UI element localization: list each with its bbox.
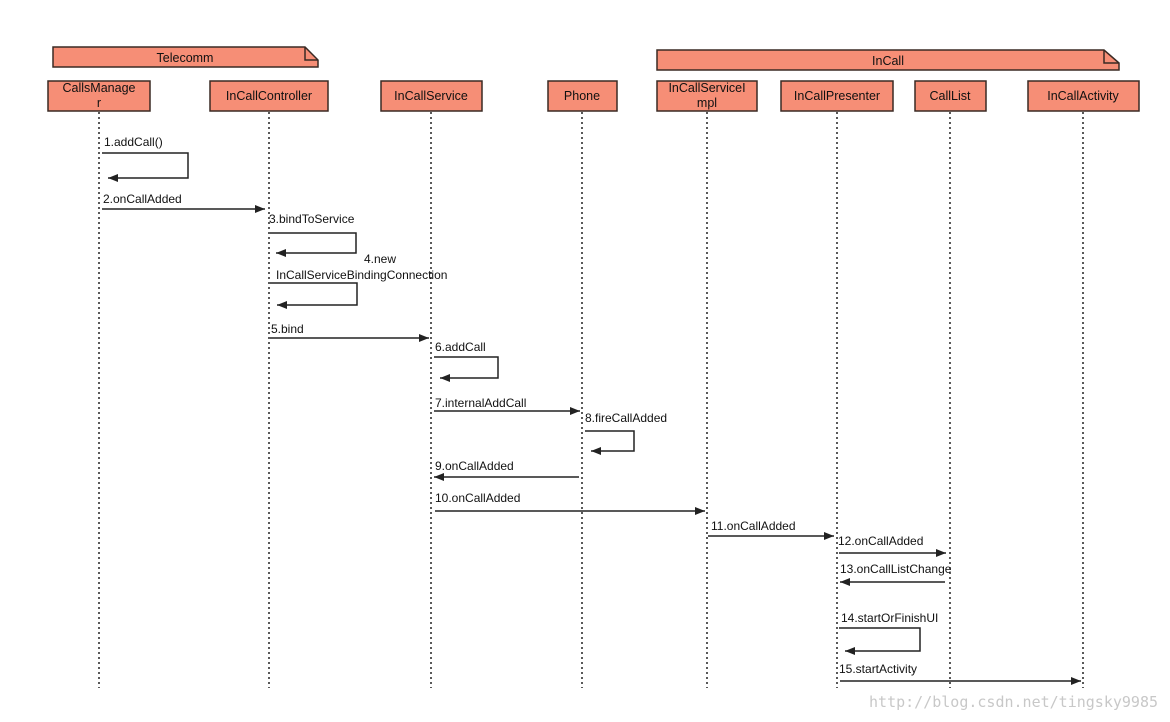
message-6: 6.addCall [434, 340, 499, 382]
package-incall: InCall [656, 49, 1120, 71]
message-4-arrow [270, 282, 358, 309]
message-5-label: 5.bind [271, 322, 304, 336]
message-14: 14.startOrFinishUI [839, 611, 938, 655]
participant-callsmanager: CallsManage r [47, 80, 151, 112]
message-14-label: 14.startOrFinishUI [841, 611, 938, 625]
message-1-label: 1.addCall() [104, 135, 163, 149]
message-7-label: 7.internalAddCall [435, 396, 526, 410]
participant-incallcontroller: InCallController [209, 80, 329, 112]
package-telecomm: Telecomm [52, 46, 319, 68]
package-telecomm-label: Telecomm [157, 51, 214, 65]
message-10: 10.onCallAdded [435, 491, 705, 515]
message-4: 4.new InCallServiceBindingConnection [270, 252, 447, 309]
message-11-label: 11.onCallAdded [711, 519, 796, 533]
participant-incallserviceimpl-label-1: InCallServiceI [668, 81, 745, 95]
message-1-arrow [102, 152, 189, 182]
participant-phone: Phone [547, 80, 618, 112]
watermark: http://blog.csdn.net/tingsky9985 [869, 693, 1158, 711]
participant-callsmanager-label-1: CallsManage [63, 81, 136, 95]
participant-incallservice-label: InCallService [394, 89, 468, 103]
message-4-label-2: InCallServiceBindingConnection [276, 268, 447, 282]
message-12-label: 12.onCallAdded [838, 534, 923, 548]
message-3: 3.bindToService [269, 212, 357, 257]
message-11: 11.onCallAdded [708, 519, 834, 540]
message-13: 13.onCallListChange [840, 562, 952, 586]
message-15-label: 15.startActivity [839, 662, 917, 676]
participant-calllist-label: CallList [930, 89, 972, 103]
lifelines [98, 112, 1084, 688]
message-12: 12.onCallAdded [838, 534, 946, 557]
participant-incallcontroller-label: InCallController [226, 89, 312, 103]
participant-incallpresenter: InCallPresenter [780, 80, 894, 112]
message-6-label: 6.addCall [435, 340, 486, 354]
message-10-label: 10.onCallAdded [435, 491, 520, 505]
message-7: 7.internalAddCall [434, 396, 580, 415]
package-incall-label: InCall [872, 54, 904, 68]
message-8-arrow [585, 430, 635, 455]
message-15: 15.startActivity [839, 662, 1081, 685]
message-6-arrow [434, 356, 499, 382]
message-4-label-1: 4.new [364, 252, 396, 266]
participant-incallactivity: InCallActivity [1027, 80, 1140, 112]
participant-phone-label: Phone [564, 89, 600, 103]
message-14-arrow [839, 627, 921, 655]
message-2-label: 2.onCallAdded [103, 192, 182, 206]
participant-incallservice: InCallService [380, 80, 483, 112]
message-9-label: 9.onCallAdded [435, 459, 514, 473]
message-3-arrow [270, 232, 357, 257]
message-1: 1.addCall() [102, 135, 189, 182]
participant-calllist: CallList [914, 80, 987, 112]
message-8: 8.fireCallAdded [585, 411, 667, 455]
participant-incallserviceimpl-label-2: mpl [697, 96, 717, 110]
participant-incallserviceimpl: InCallServiceI mpl [656, 80, 758, 112]
participant-callsmanager-label-2: r [97, 96, 101, 110]
message-9: 9.onCallAdded [434, 459, 579, 481]
message-13-label: 13.onCallListChange [840, 562, 952, 576]
message-2: 2.onCallAdded [102, 192, 265, 213]
message-5: 5.bind [270, 322, 429, 342]
message-3-label: 3.bindToService [269, 212, 355, 226]
participant-incallpresenter-label: InCallPresenter [794, 89, 880, 103]
message-8-label: 8.fireCallAdded [585, 411, 667, 425]
participant-incallactivity-label: InCallActivity [1047, 89, 1119, 103]
messages: 1.addCall() 2.onCallAdded 3.bindToServic… [102, 135, 1081, 685]
